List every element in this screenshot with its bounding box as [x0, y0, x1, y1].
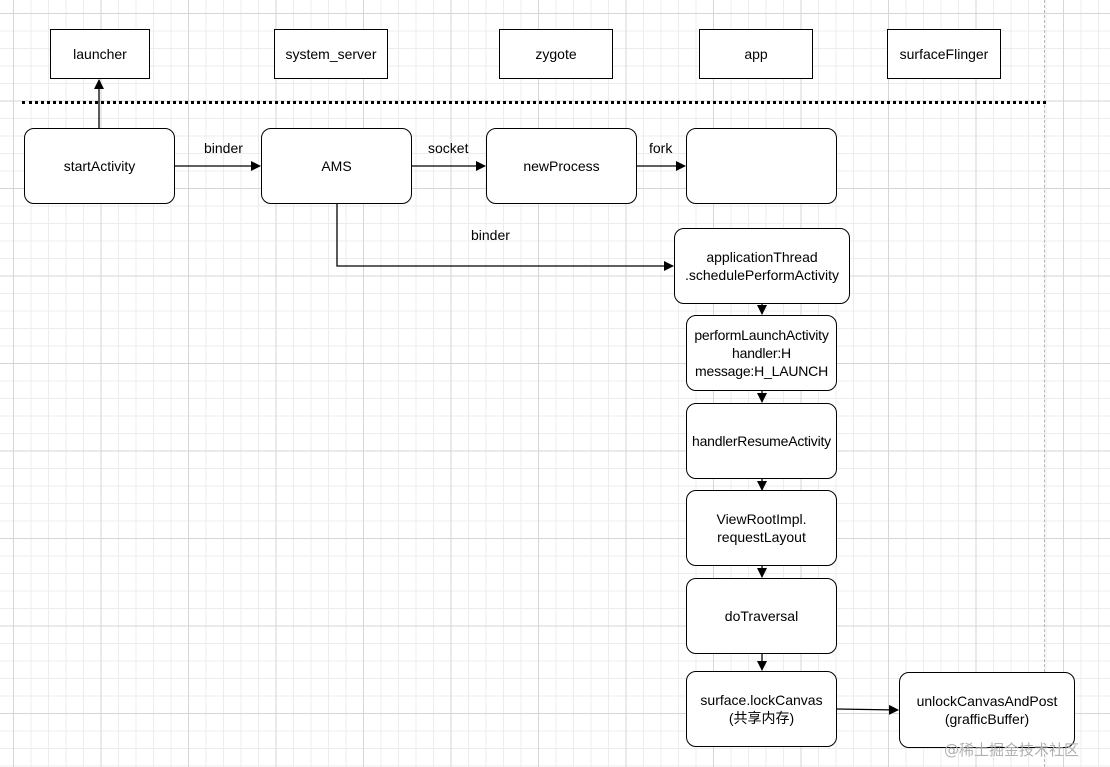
lane-zygote: zygote [499, 29, 613, 79]
lane-surfaceflinger: surfaceFlinger [887, 29, 1001, 79]
node-unlock-canvas-and-post: unlockCanvasAndPost (grafficBuffer) [899, 672, 1075, 748]
lane-launcher: launcher [50, 29, 150, 79]
node-perform-launch-activity: performLaunchActivity handler:H message:… [686, 315, 837, 391]
node-handle-resume-activity: handlerResumeActivity [686, 403, 837, 479]
edge-label-binder-2: binder [471, 227, 510, 243]
edge-label-fork: fork [649, 140, 673, 156]
vertical-separator [1044, 0, 1045, 767]
lane-system-server: system_server [274, 29, 388, 79]
node-app-process [686, 128, 837, 204]
node-new-process: newProcess [486, 128, 637, 204]
node-schedule-perform-activity: applicationThread .schedulePerformActivi… [674, 228, 850, 304]
edge-lock-to-unlock [836, 704, 899, 715]
edge-label-socket: socket [428, 140, 469, 156]
node-lock-canvas: surface.lockCanvas (共享内存) [686, 671, 837, 747]
node-ams: AMS [261, 128, 412, 204]
node-start-activity: startActivity [24, 128, 175, 204]
node-do-traversal: doTraversal [686, 578, 837, 654]
lane-app: app [699, 29, 813, 79]
watermark: @稀土掘金技术社区 [944, 741, 1080, 759]
edge-label-binder: binder [204, 140, 243, 156]
node-request-layout: ViewRootImpl. requestLayout [686, 490, 837, 566]
lane-divider [22, 101, 1046, 104]
